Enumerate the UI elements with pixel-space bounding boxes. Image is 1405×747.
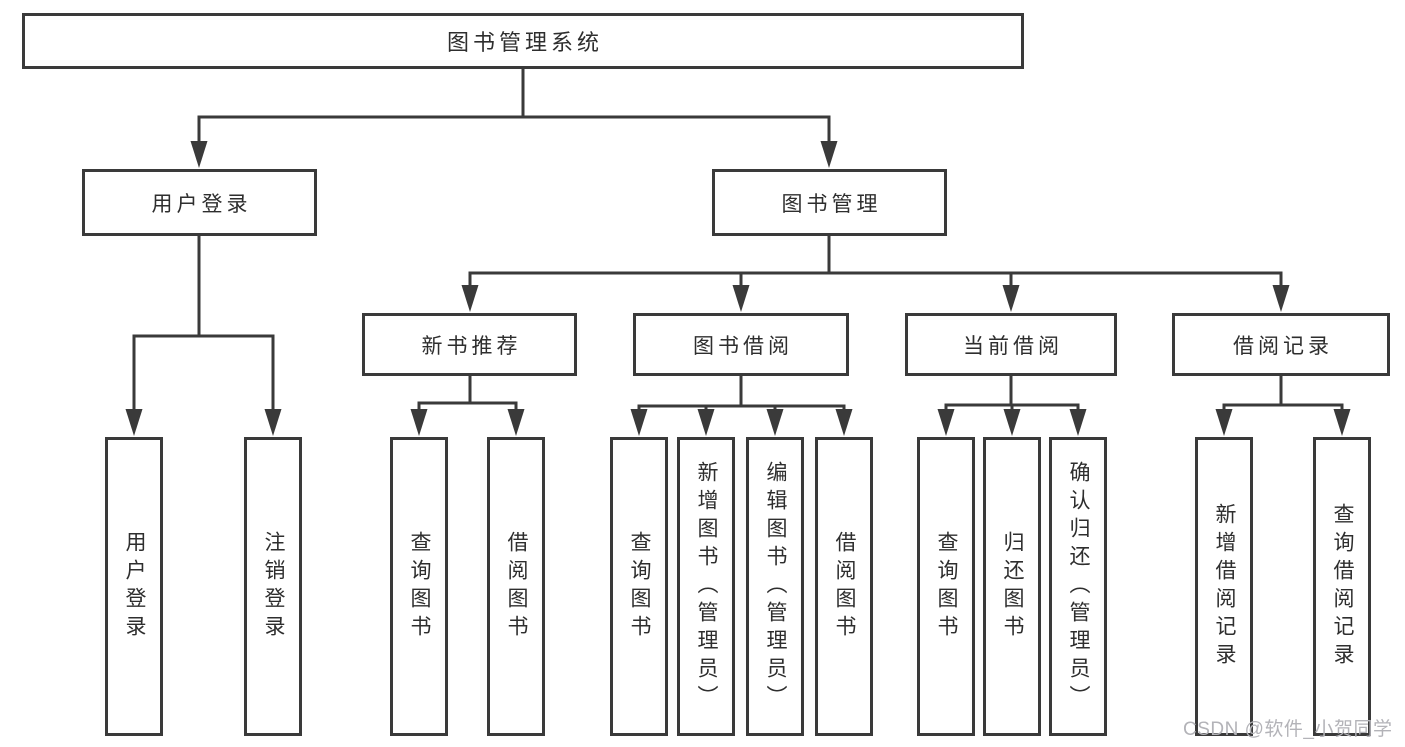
leaf-confirm-return-admin: 确认归还（管理员） — [1049, 437, 1107, 736]
leaf-borrow-books-recommend: 借阅图书 — [487, 437, 545, 736]
node-current-borrowing: 当前借阅 — [905, 313, 1117, 376]
node-user-login-branch: 用户登录 — [82, 169, 317, 236]
leaf-add-borrow-record: 新增借阅记录 — [1195, 437, 1253, 736]
leaf-query-books-recommend: 查询图书 — [390, 437, 448, 736]
node-root-system: 图书管理系统 — [22, 13, 1024, 69]
leaf-query-books-borrowing: 查询图书 — [610, 437, 668, 736]
node-new-book-recommend: 新书推荐 — [362, 313, 577, 376]
leaf-return-books: 归还图书 — [983, 437, 1041, 736]
node-borrowing-records: 借阅记录 — [1172, 313, 1390, 376]
leaf-borrow-books-borrowing: 借阅图书 — [815, 437, 873, 736]
watermark: CSDN @软件_小贺同学 — [1183, 719, 1393, 740]
leaf-logout-login: 注销登录 — [244, 437, 302, 736]
leaf-user-login: 用户登录 — [105, 437, 163, 736]
node-book-management-branch: 图书管理 — [712, 169, 947, 236]
leaf-query-books-current: 查询图书 — [917, 437, 975, 736]
leaf-query-borrow-record: 查询借阅记录 — [1313, 437, 1371, 736]
leaf-edit-books-admin: 编辑图书（管理员） — [746, 437, 804, 736]
node-book-borrowing: 图书借阅 — [633, 313, 849, 376]
leaf-add-books-admin: 新增图书（管理员） — [677, 437, 735, 736]
